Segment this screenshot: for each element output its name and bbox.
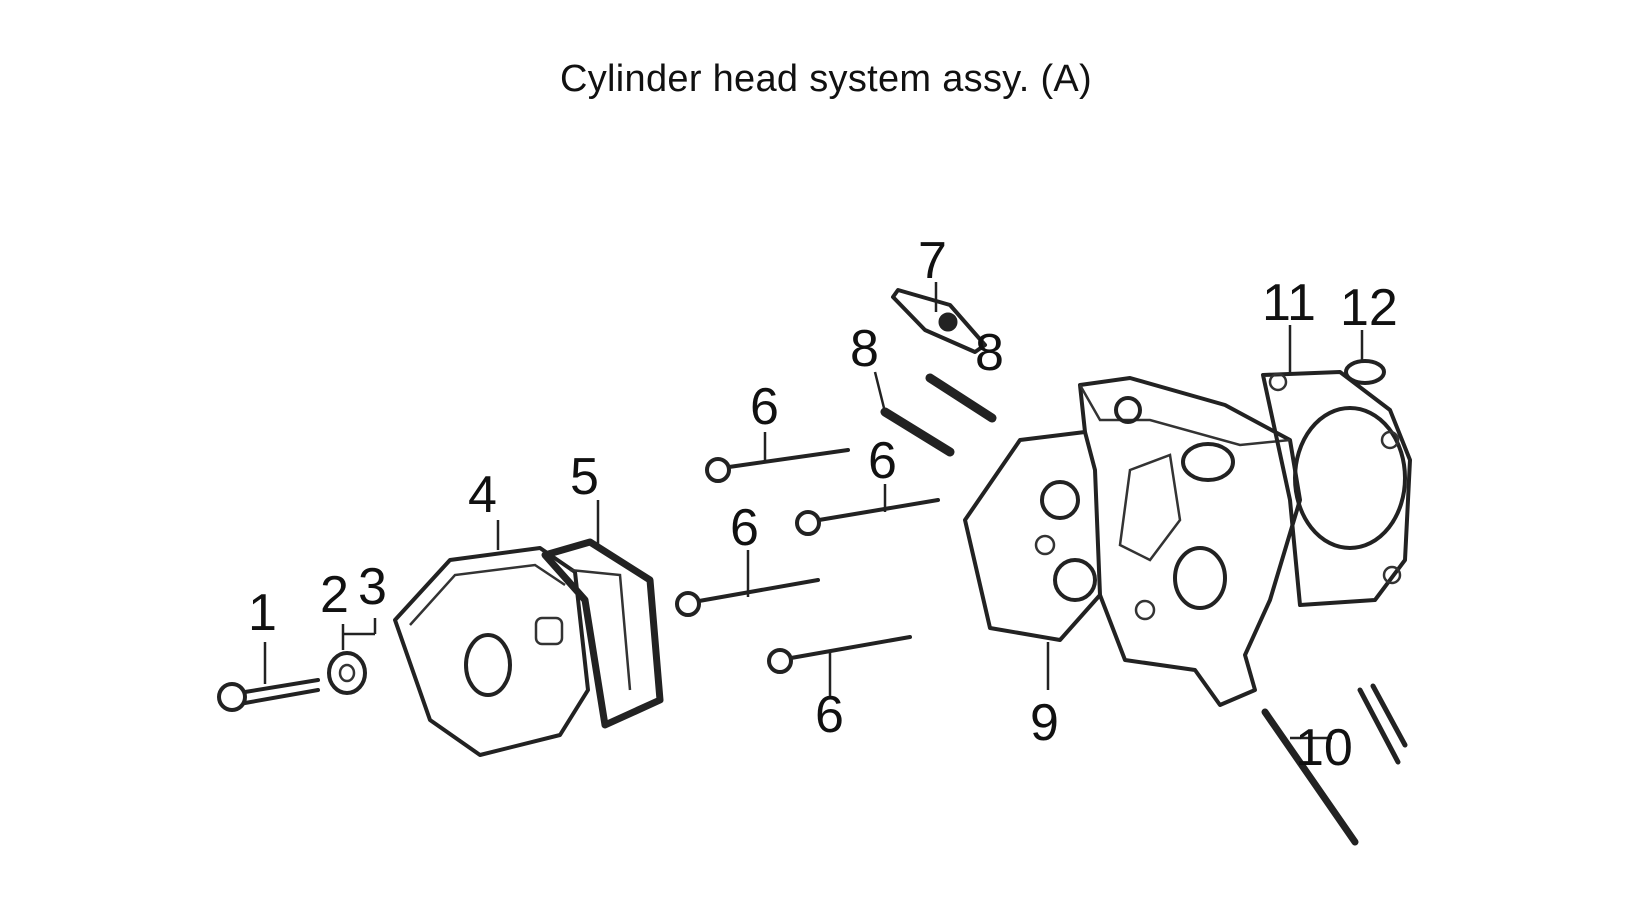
callout-6c: 6 — [730, 499, 759, 557]
callout-10: 10 — [1295, 719, 1353, 777]
callout-7: 7 — [918, 232, 947, 290]
callout-1: 1 — [248, 584, 277, 642]
callout-11: 11 — [1262, 274, 1316, 332]
callout-9: 9 — [1030, 694, 1059, 752]
part-10-studs — [1261, 683, 1408, 846]
callout-4: 4 — [468, 466, 497, 524]
callout-numbers: 1 2 3 4 5 6 6 6 6 7 8 8 9 10 11 12 — [248, 232, 1398, 777]
part-7-plate — [891, 288, 987, 354]
part-2-3-washer — [327, 651, 367, 695]
diagram-title: Cylinder head system assy. (A) — [559, 58, 1093, 100]
part-4-head-cover — [393, 546, 590, 757]
part-6-long-bolts — [675, 448, 940, 674]
callout-5: 5 — [570, 448, 599, 506]
part-8-studs — [880, 373, 997, 457]
callout-2: 2 — [320, 566, 349, 624]
part-9-cylinder-head — [963, 376, 1302, 707]
callout-3: 3 — [358, 558, 387, 616]
part-1-bolt — [217, 678, 320, 712]
part-11-head-gasket — [1261, 370, 1412, 607]
part-5-gasket — [541, 538, 664, 729]
leader-lines — [263, 282, 1364, 740]
callout-8b: 8 — [975, 324, 1004, 382]
part-12-dowel — [1344, 359, 1386, 385]
callout-8a: 8 — [850, 320, 879, 378]
callout-6a: 6 — [750, 378, 779, 436]
callout-6b: 6 — [868, 432, 897, 490]
callout-12: 12 — [1340, 279, 1398, 337]
callout-6d: 6 — [815, 686, 844, 744]
